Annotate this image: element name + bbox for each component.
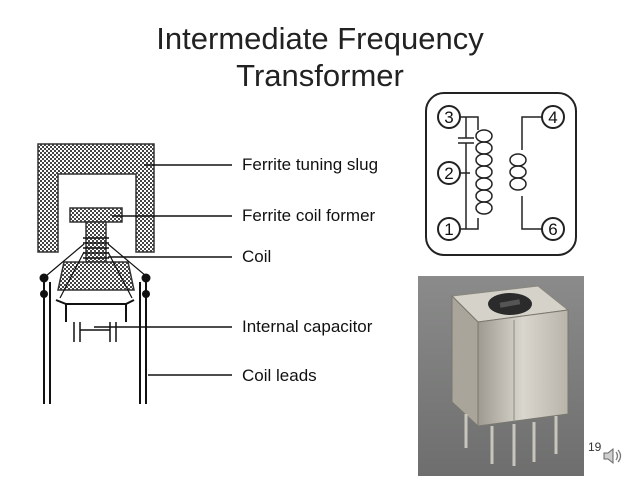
page-number: 19 bbox=[588, 440, 602, 454]
coil-former-stem bbox=[85, 221, 107, 263]
transformer-photo bbox=[418, 276, 584, 476]
label-coil: Coil bbox=[242, 247, 272, 266]
pin-3-label: 3 bbox=[444, 108, 453, 127]
ferrite-tuning-slug bbox=[37, 143, 155, 253]
title-line-2: Transformer bbox=[236, 58, 404, 93]
label-internal-capacitor: Internal capacitor bbox=[242, 317, 373, 336]
coil-wires bbox=[45, 243, 147, 299]
title-line-1: Intermediate Frequency bbox=[156, 21, 484, 56]
label-coil-leads: Coil leads bbox=[242, 366, 317, 385]
internal-capacitor bbox=[73, 322, 117, 342]
coil-former-base bbox=[57, 261, 135, 291]
leader-lines bbox=[94, 164, 232, 376]
transformer-photo-drawing bbox=[418, 276, 584, 476]
label-ferrite-tuning-slug: Ferrite tuning slug bbox=[242, 155, 379, 174]
label-ferrite-coil-former: Ferrite coil former bbox=[242, 206, 376, 225]
primary-coil bbox=[475, 129, 493, 215]
schematic-frame bbox=[425, 92, 577, 256]
right-pin-dot bbox=[141, 273, 151, 283]
speaker-icon-graphic bbox=[603, 447, 622, 465]
left-pin-dot bbox=[39, 273, 49, 283]
cutaway-drawing bbox=[37, 143, 155, 404]
speaker-icon[interactable] bbox=[602, 446, 624, 471]
coil-leads bbox=[43, 282, 147, 404]
schematic-wires bbox=[458, 116, 542, 230]
transformer-schematic: 3 2 1 4 6 bbox=[425, 92, 577, 256]
ferrite-coil-former-top bbox=[69, 207, 123, 223]
pin-6-label: 6 bbox=[548, 220, 557, 239]
secondary-coil bbox=[509, 153, 527, 191]
coil-windings bbox=[83, 237, 109, 259]
slide-title: Intermediate Frequency Transformer bbox=[60, 20, 580, 94]
pin-2-label: 2 bbox=[444, 164, 453, 183]
pin-1-label: 1 bbox=[444, 220, 453, 239]
pin-4-label: 4 bbox=[548, 108, 557, 127]
